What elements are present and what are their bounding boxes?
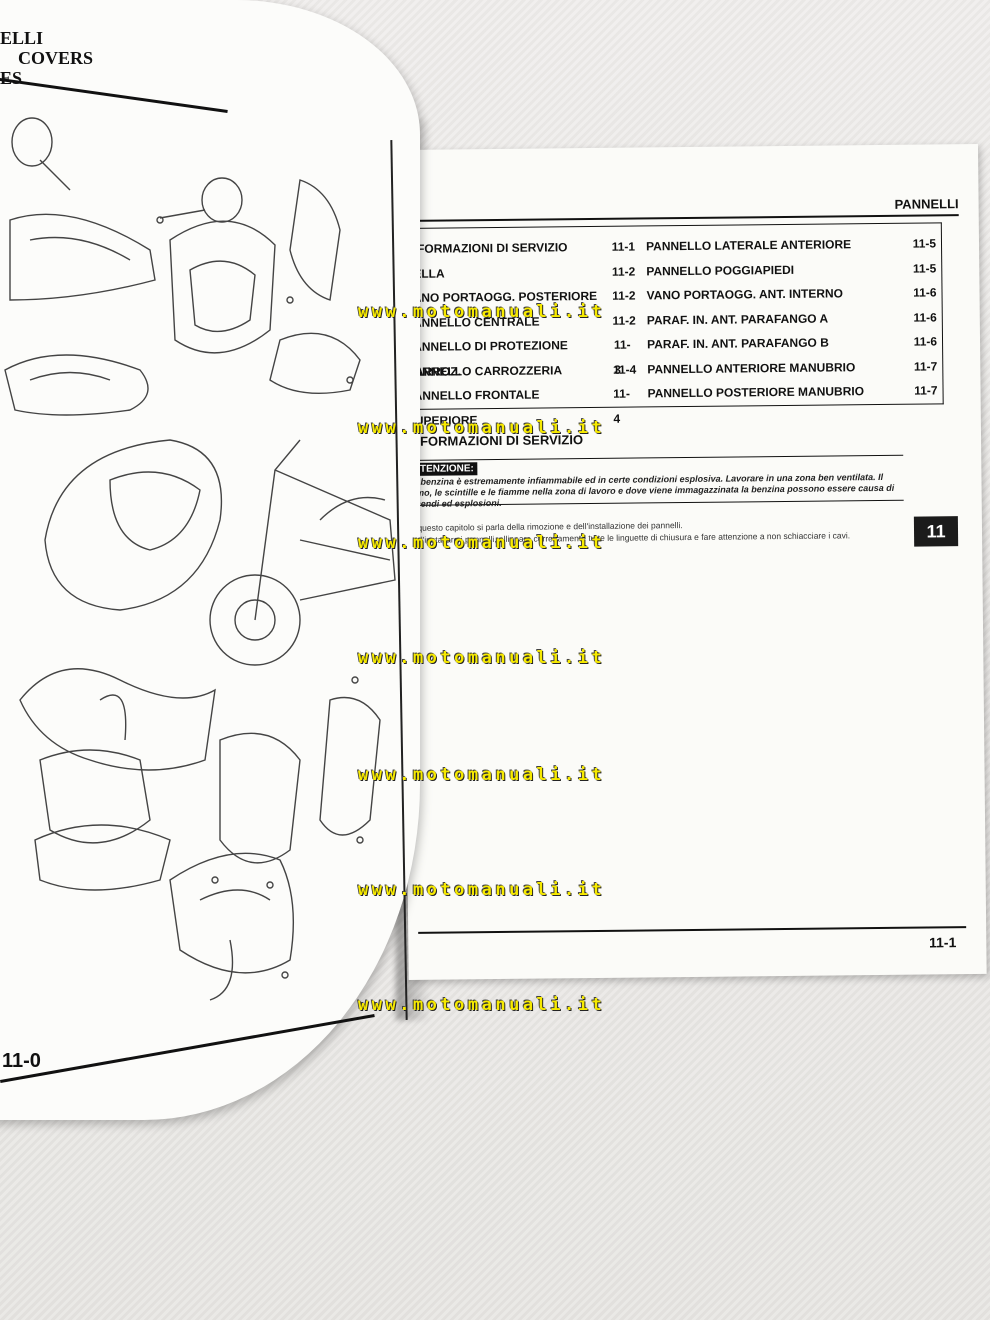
watermark-text: www.motomanuali.it bbox=[358, 648, 606, 668]
inner-panel-shape bbox=[169, 220, 276, 354]
toc-item: PANNELLO DI PROTEZIONE CARROZ.11-3 bbox=[405, 337, 631, 379]
warning-box: ATTENZIONE: La benzina è estremamente in… bbox=[403, 454, 904, 509]
upper-panel-shape bbox=[289, 179, 341, 301]
mirror-shape bbox=[11, 117, 53, 167]
left-page-number: 11-0 bbox=[2, 1050, 41, 1072]
front-wheel-shape bbox=[209, 574, 301, 666]
footer-rule bbox=[418, 926, 967, 934]
header-line: COVERS bbox=[18, 48, 94, 68]
header-line: ELLI bbox=[0, 28, 44, 48]
watermark-text: www.motomanuali.it bbox=[358, 533, 606, 553]
seat-shape bbox=[4, 354, 149, 416]
section-title: PANNELLI bbox=[894, 196, 959, 212]
chapter-tab: 11 bbox=[913, 516, 959, 547]
watermark-text: www.motomanuali.it bbox=[358, 880, 606, 900]
header-rule bbox=[410, 214, 959, 222]
warning-text: La benzina è estremamente infiammabile e… bbox=[407, 471, 895, 509]
mirror-shape bbox=[201, 177, 243, 223]
floor-panel-shape bbox=[269, 332, 361, 394]
watermark-text: www.motomanuali.it bbox=[358, 418, 606, 438]
left-page bbox=[0, 0, 420, 1120]
watermark-text: www.motomanuali.it bbox=[358, 995, 606, 1015]
side-panel-shape bbox=[219, 732, 301, 864]
right-page-number: 11-1 bbox=[928, 934, 957, 951]
handlebar-cover-shape bbox=[9, 213, 156, 301]
front-panel-shape bbox=[19, 668, 216, 771]
lower-panel-shape bbox=[169, 852, 295, 974]
exploded-parts-drawing bbox=[4, 117, 396, 1001]
body-cover-shape bbox=[44, 439, 223, 611]
watermark-text: www.motomanuali.it bbox=[358, 765, 606, 785]
watermark-text: www.motomanuali.it bbox=[358, 302, 606, 322]
